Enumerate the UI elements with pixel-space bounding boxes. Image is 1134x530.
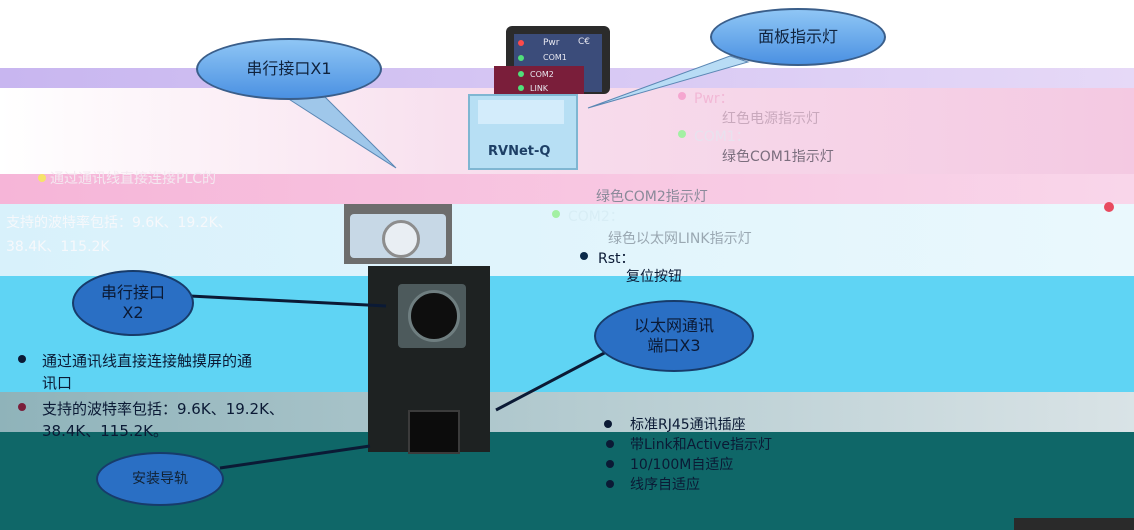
bullet-x3-3 — [606, 460, 614, 468]
x1-desc-line2: 支持的波特率包括：9.6K、19.2K、 — [6, 215, 232, 231]
pointer-panel — [587, 55, 750, 109]
device-led-pwr: Pwr — [543, 38, 560, 48]
com2-desc: 绿色COM2指示灯 — [596, 189, 708, 205]
band-gray — [0, 392, 1134, 432]
x1-desc-line1: 通过通讯线直接连接PLC的 — [50, 171, 217, 187]
callout-panel-leds-text: 面板指示灯 — [757, 27, 838, 46]
corner-block — [1014, 518, 1134, 530]
bullet-rst — [580, 252, 588, 260]
callout-serial-x2-line2: X2 — [122, 303, 144, 322]
x2-bullet1-line1: 通过通讯线直接连接触摸屏的通 — [42, 352, 253, 370]
callout-serial-x2-line1: 串行接口 — [100, 283, 165, 302]
callout-ethernet-x3-line2: 端口X3 — [647, 336, 701, 355]
band-pink-strip — [0, 174, 1134, 204]
device-model-label: RVNet-Q — [488, 144, 551, 159]
led-indicator — [518, 71, 524, 77]
serial-port-x1-connector — [382, 220, 420, 258]
bullet-x2-1 — [18, 355, 26, 363]
link-desc: 绿色以太网LINK指示灯 — [608, 231, 752, 247]
callout-serial-x1: 串行接口X1 — [196, 38, 382, 100]
device-led-com1: COM1 — [543, 53, 567, 62]
x3-item3: 10/100M自适应 — [630, 457, 734, 473]
led-indicator — [518, 55, 524, 61]
device-label-plate — [478, 100, 564, 124]
x2-bullet2-line1: 支持的波特率包括：9.6K、19.2K、 — [42, 400, 284, 418]
bullet-com2 — [552, 210, 560, 218]
pointer-x3 — [495, 348, 611, 412]
band-light-blue — [0, 204, 1134, 276]
com1-label: COM1： — [694, 129, 750, 145]
device-led-link: LINK — [530, 84, 549, 93]
rst-label: Rst： — [598, 251, 635, 267]
pwr-desc: 红色电源指示灯 — [722, 111, 820, 127]
x3-item1: 标准RJ45通讯插座 — [630, 417, 746, 433]
callout-bottom-text: 安装导轨 — [132, 471, 188, 487]
bullet-com1 — [678, 130, 686, 138]
led-indicator — [518, 85, 524, 91]
ethernet-port-x3 — [408, 410, 460, 454]
pointer-bottom — [219, 444, 371, 470]
x3-item4: 线序自适应 — [630, 477, 700, 493]
status-dot-red — [1104, 202, 1114, 212]
bullet-x3-4 — [606, 480, 614, 488]
pwr-label: Pwr： — [694, 91, 734, 107]
device-ce-mark: C€ — [578, 37, 591, 47]
device-maroon-strip — [494, 66, 584, 94]
com1-desc: 绿色COM1指示灯 — [722, 149, 834, 165]
bullet-x3-1 — [604, 420, 612, 428]
callout-panel-leds: 面板指示灯 — [710, 8, 886, 66]
bullet-x1-line1 — [38, 174, 46, 182]
com2-label: COM2： — [568, 209, 624, 225]
x3-item2: 带Link和Active指示灯 — [630, 437, 772, 453]
pointer-x2 — [189, 294, 387, 308]
x2-bullet2-line2: 38.4K、115.2K。 — [42, 422, 169, 440]
callout-bottom: 安装导轨 — [96, 452, 224, 506]
led-indicator — [518, 40, 524, 46]
callout-serial-x1-text: 串行接口X1 — [246, 59, 332, 78]
bullet-pwr — [678, 92, 686, 100]
x1-desc-line3: 38.4K、115.2K — [6, 239, 110, 255]
serial-port-x2-connector — [408, 290, 460, 342]
device-led-com2: COM2 — [530, 70, 554, 79]
rst-desc: 复位按钮 — [626, 269, 682, 285]
x2-bullet1-line2: 讯口 — [42, 374, 73, 392]
callout-ethernet-x3-line1: 以太网通讯 — [633, 316, 714, 335]
callout-serial-x2: 串行接口 X2 — [72, 270, 194, 336]
bullet-x2-2 — [18, 403, 26, 411]
callout-ethernet-x3: 以太网通讯 端口X3 — [594, 300, 754, 372]
bullet-x3-2 — [606, 440, 614, 448]
